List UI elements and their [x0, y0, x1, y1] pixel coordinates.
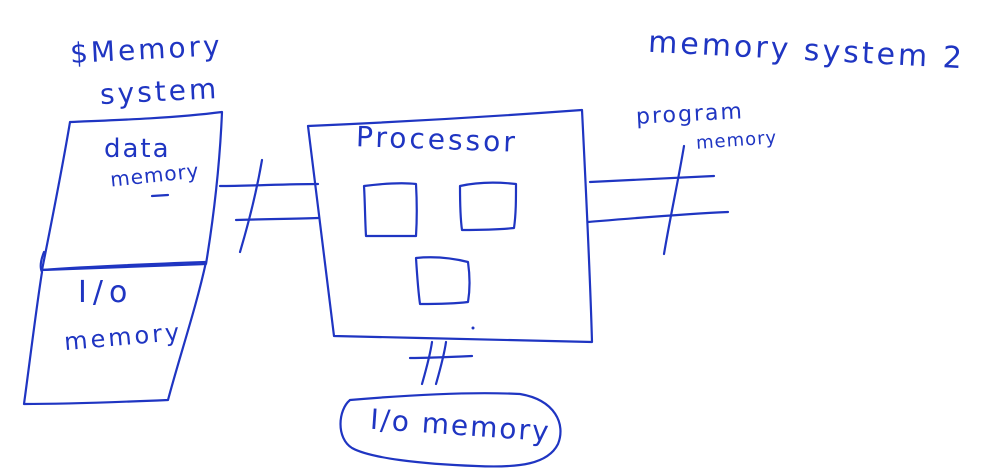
memory-system-1-label-line2: system — [99, 71, 220, 112]
bus-bottom-line-left — [420, 340, 434, 386]
bus-bottom-line-right — [434, 340, 448, 386]
data-memory-underline — [150, 193, 170, 198]
memory-divider-line — [40, 260, 208, 272]
ink-dot — [471, 326, 475, 330]
program-memory-label-line1: program — [635, 99, 745, 130]
processor-label: Processor — [355, 120, 519, 159]
processor-unit-3 — [414, 256, 471, 306]
processor-unit-1 — [362, 182, 418, 238]
bus-left-line-top — [218, 182, 320, 188]
memory-system-1-label-line1: $Memory — [69, 29, 224, 70]
io-memory-label-line1: I/o — [78, 275, 134, 310]
bus-right-line-top — [588, 174, 716, 184]
bus-bottom-crossbar — [408, 354, 474, 360]
processor-unit-2 — [458, 181, 518, 232]
bus-left-slash — [238, 158, 264, 254]
processor-box — [306, 108, 594, 344]
bus-left-line-bottom — [234, 216, 320, 222]
io-memory-box — [22, 250, 208, 406]
io-memory-bottom-ellipse — [339, 392, 562, 468]
data-memory-label-line1: data — [104, 134, 171, 164]
bus-right-slash — [662, 144, 686, 256]
bus-right-line-bottom — [586, 210, 730, 224]
